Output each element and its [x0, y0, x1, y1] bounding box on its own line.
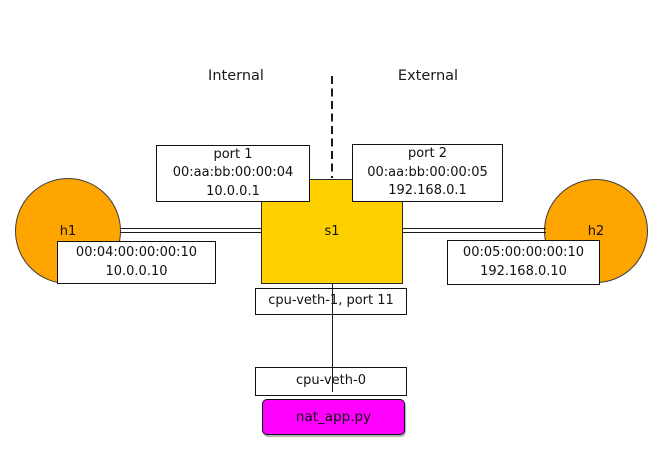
- port2-mac: 00:aa:bb:00:00:05: [367, 164, 488, 180]
- cpu-link-line: [331, 284, 333, 392]
- nat-app-label: nat_app.py: [295, 409, 372, 425]
- internal-region-label: Internal: [208, 68, 264, 84]
- host-h1-label: h1: [59, 223, 77, 239]
- host-h2-info-box: 00:05:00:00:00:10 192.168.0.10: [447, 240, 600, 285]
- cpu-veth1-port-box: cpu-veth-1, port 11: [255, 288, 407, 315]
- nat-app-box: nat_app.py: [262, 399, 405, 435]
- external-region-label: External: [397, 68, 459, 84]
- port1-name: port 1: [213, 146, 253, 162]
- cpu-veth0-port-box: cpu-veth-0: [255, 367, 407, 396]
- host-h1-info-box: 00:04:00:00:00:10 10.0.0.10: [57, 241, 216, 284]
- port1-info-box: port 1 00:aa:bb:00:00:04 10.0.0.1: [156, 145, 310, 202]
- port2-ip: 192.168.0.1: [388, 183, 467, 199]
- port1-ip: 10.0.0.1: [206, 183, 260, 199]
- internal-external-boundary-dashed-line: [330, 76, 333, 178]
- port2-name: port 2: [407, 146, 448, 162]
- host-h2-mac: 00:05:00:00:00:10: [462, 245, 585, 260]
- host-h1-mac: 00:04:00:00:00:10: [75, 245, 198, 260]
- host-h2-ip: 192.168.0.10: [480, 263, 567, 279]
- switch-s1-label: s1: [324, 224, 340, 239]
- port2-info-box: port 2 00:aa:bb:00:00:05 192.168.0.1: [352, 144, 503, 202]
- link-h1-s1: [120, 228, 262, 234]
- port1-mac: 00:aa:bb:00:00:04: [172, 165, 294, 181]
- host-h1-ip: 10.0.0.10: [105, 263, 168, 279]
- cpu-veth0-label: cpu-veth-0: [296, 372, 366, 391]
- cpu-veth1-label: cpu-veth-1, port 11: [268, 293, 394, 309]
- host-h2-label: h2: [587, 223, 605, 239]
- link-s1-h2: [402, 228, 546, 234]
